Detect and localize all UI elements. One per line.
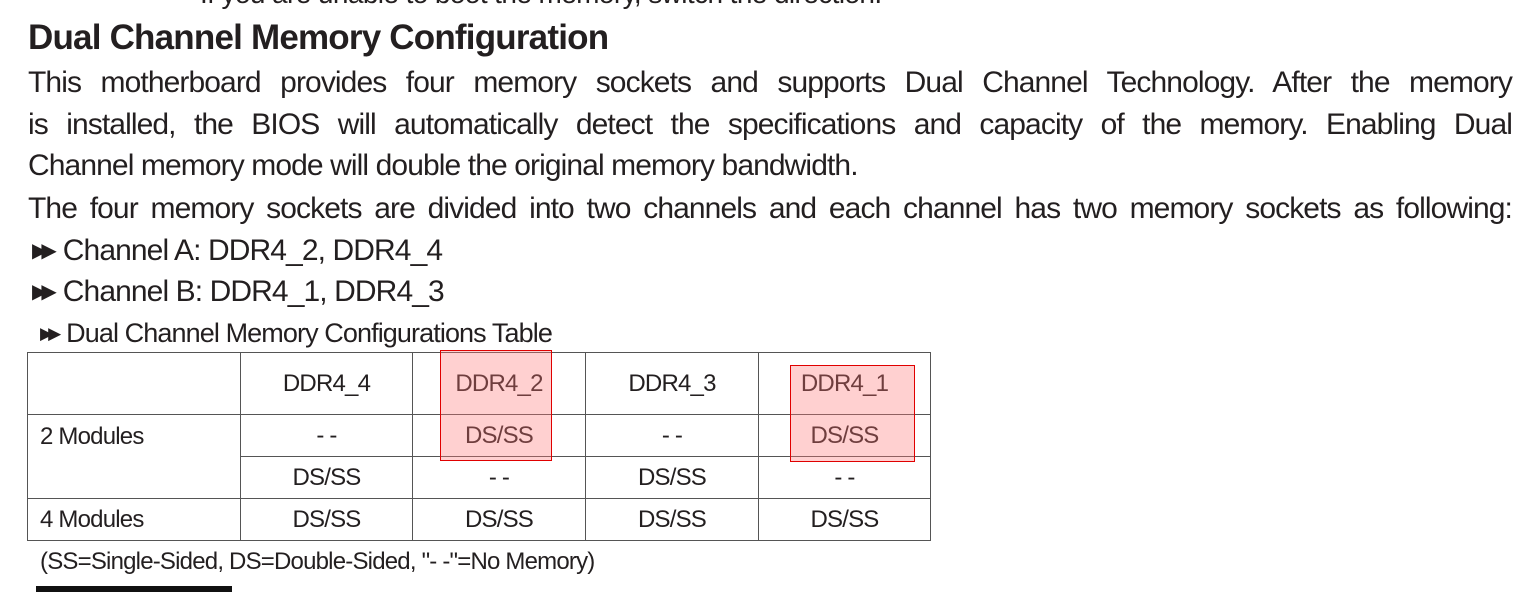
double-arrow-right-icon: ▶▶ <box>32 240 57 262</box>
paragraph-line: is installed, the BIOS will automaticall… <box>28 108 1513 141</box>
bullet-channel-a: ▶▶Channel A: DDR4_2, DDR4_4 <box>32 234 443 268</box>
table-cell: - - <box>758 456 931 499</box>
header-cell: DDR4_3 <box>585 352 759 415</box>
memory-config-table: DDR4_4 DDR4_2 DDR4_3 DDR4_1 2 Modules - … <box>27 352 931 541</box>
paragraph-line: Channel memory mode will double the orig… <box>28 149 859 182</box>
paragraph-line: This motherboard provides four memory so… <box>28 66 1513 99</box>
double-arrow-right-icon: ▶▶ <box>32 281 57 303</box>
table-row: 2 Modules - - DS/SS - - DS/SS <box>27 414 931 499</box>
table-cell: - - <box>240 414 413 457</box>
table-cell: DS/SS <box>412 498 586 541</box>
table-cell: DS/SS <box>412 414 586 457</box>
table-cell: DS/SS <box>585 456 759 499</box>
cut-off-text: If you are unable to boot the memory, sw… <box>200 0 882 10</box>
highlight-ddr4-1 <box>790 365 915 462</box>
cut-off-heading-fragment <box>36 586 232 592</box>
table-cell: DS/SS <box>240 498 413 541</box>
table-caption: ▶▶ Dual Channel Memory Configurations Tab… <box>40 318 553 349</box>
table-cell: DS/SS <box>758 498 931 541</box>
table-cell: - - <box>585 414 759 457</box>
caption-text: Dual Channel Memory Configurations Table <box>66 318 553 348</box>
bullet-text: Channel A: DDR4_2, DDR4_4 <box>62 234 443 267</box>
table-cell: DS/SS <box>585 498 759 541</box>
double-arrow-right-icon: ▶▶ <box>40 324 61 343</box>
header-cell <box>27 352 241 415</box>
paragraph-line: The four memory sockets are divided into… <box>28 192 1513 225</box>
table-row: DS/SS - - DS/SS - - <box>28 456 931 499</box>
bullet-channel-b: ▶▶Channel B: DDR4_1, DDR4_3 <box>32 275 445 309</box>
section-heading: Dual Channel Memory Configuration <box>28 18 609 57</box>
table-cell: - - <box>412 456 586 499</box>
table-footnote: (SS=Single-Sided, DS=Double-Sided, "- -"… <box>40 548 595 575</box>
row-label: 2 Modules <box>27 414 241 499</box>
table-cell: DS/SS <box>240 456 413 499</box>
bullet-text: Channel B: DDR4_1, DDR4_3 <box>62 275 445 308</box>
header-cell: DDR4_1 <box>758 352 931 415</box>
table-row: 4 Modules DS/SS DS/SS DS/SS DS/SS <box>27 498 931 541</box>
row-label: 4 Modules <box>27 498 241 541</box>
header-cell: DDR4_4 <box>240 352 413 415</box>
highlight-ddr4-2 <box>440 350 552 461</box>
